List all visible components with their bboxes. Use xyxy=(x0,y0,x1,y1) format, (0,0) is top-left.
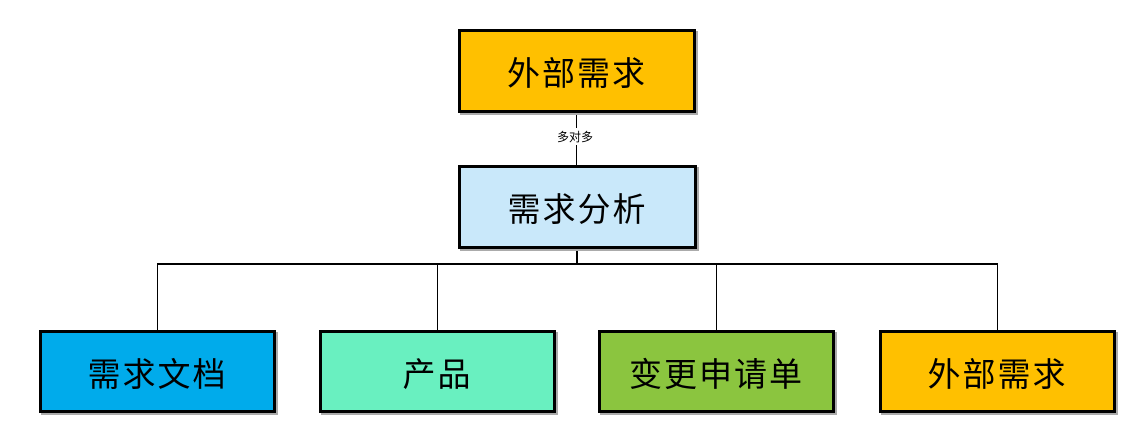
edge-drop-external-requirements xyxy=(997,265,998,330)
node-requirements-analysis[interactable]: 需求分析 xyxy=(458,165,697,249)
node-change-request-form[interactable]: 变更申请单 xyxy=(598,330,835,413)
node-label: 变更申请单 xyxy=(629,357,804,394)
node-external-requirements-top[interactable]: 外部需求 xyxy=(458,29,696,113)
node-requirements-document[interactable]: 需求文档 xyxy=(39,330,276,413)
edge-analysis-to-trunk xyxy=(576,249,578,265)
node-label: 外部需求 xyxy=(927,357,1068,394)
node-label: 外部需求 xyxy=(507,57,647,93)
node-label: 需求文档 xyxy=(87,357,228,394)
edge-trunk xyxy=(157,263,998,265)
edge-label-many-to-many: 多对多 xyxy=(555,128,595,145)
node-external-requirements-bottom[interactable]: 外部需求 xyxy=(879,330,1116,413)
edge-drop-requirements-document xyxy=(157,265,158,330)
edge-drop-product xyxy=(437,265,438,330)
node-product[interactable]: 产品 xyxy=(319,330,556,413)
node-label: 产品 xyxy=(402,357,473,394)
edge-drop-change-request-form xyxy=(716,265,717,330)
node-label: 需求分析 xyxy=(507,193,648,229)
